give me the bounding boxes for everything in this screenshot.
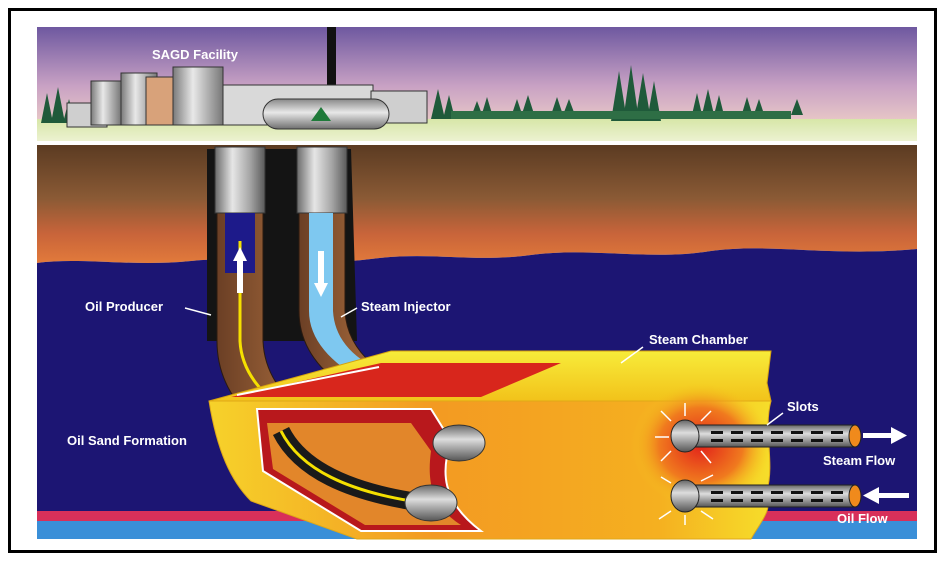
label-steam-flow: Steam Flow xyxy=(823,453,896,468)
steam-chamber xyxy=(208,350,772,540)
label-steam-injector: Steam Injector xyxy=(361,299,451,314)
steam-flow-arrow xyxy=(863,427,907,444)
sagd-facility xyxy=(66,27,428,130)
soil-layer xyxy=(37,145,917,263)
label-oil-sand-formation: Oil Sand Formation xyxy=(67,433,187,448)
label-steam-chamber: Steam Chamber xyxy=(649,332,748,347)
diagram-frame: SAGD Facility Oil Producer Steam Injecto… xyxy=(8,8,937,553)
heat-arrows xyxy=(655,403,714,525)
leader-lines xyxy=(184,307,784,426)
sagd-diagram: SAGD Facility Oil Producer Steam Injecto… xyxy=(37,27,917,540)
label-sagd-facility: SAGD Facility xyxy=(152,47,239,62)
oil-flow-arrow xyxy=(863,487,909,504)
tree-line xyxy=(41,65,803,123)
label-slots: Slots xyxy=(787,399,819,414)
slotted-liners xyxy=(670,419,862,513)
label-oil-flow: Oil Flow xyxy=(837,511,888,526)
label-oil-producer: Oil Producer xyxy=(85,299,163,314)
